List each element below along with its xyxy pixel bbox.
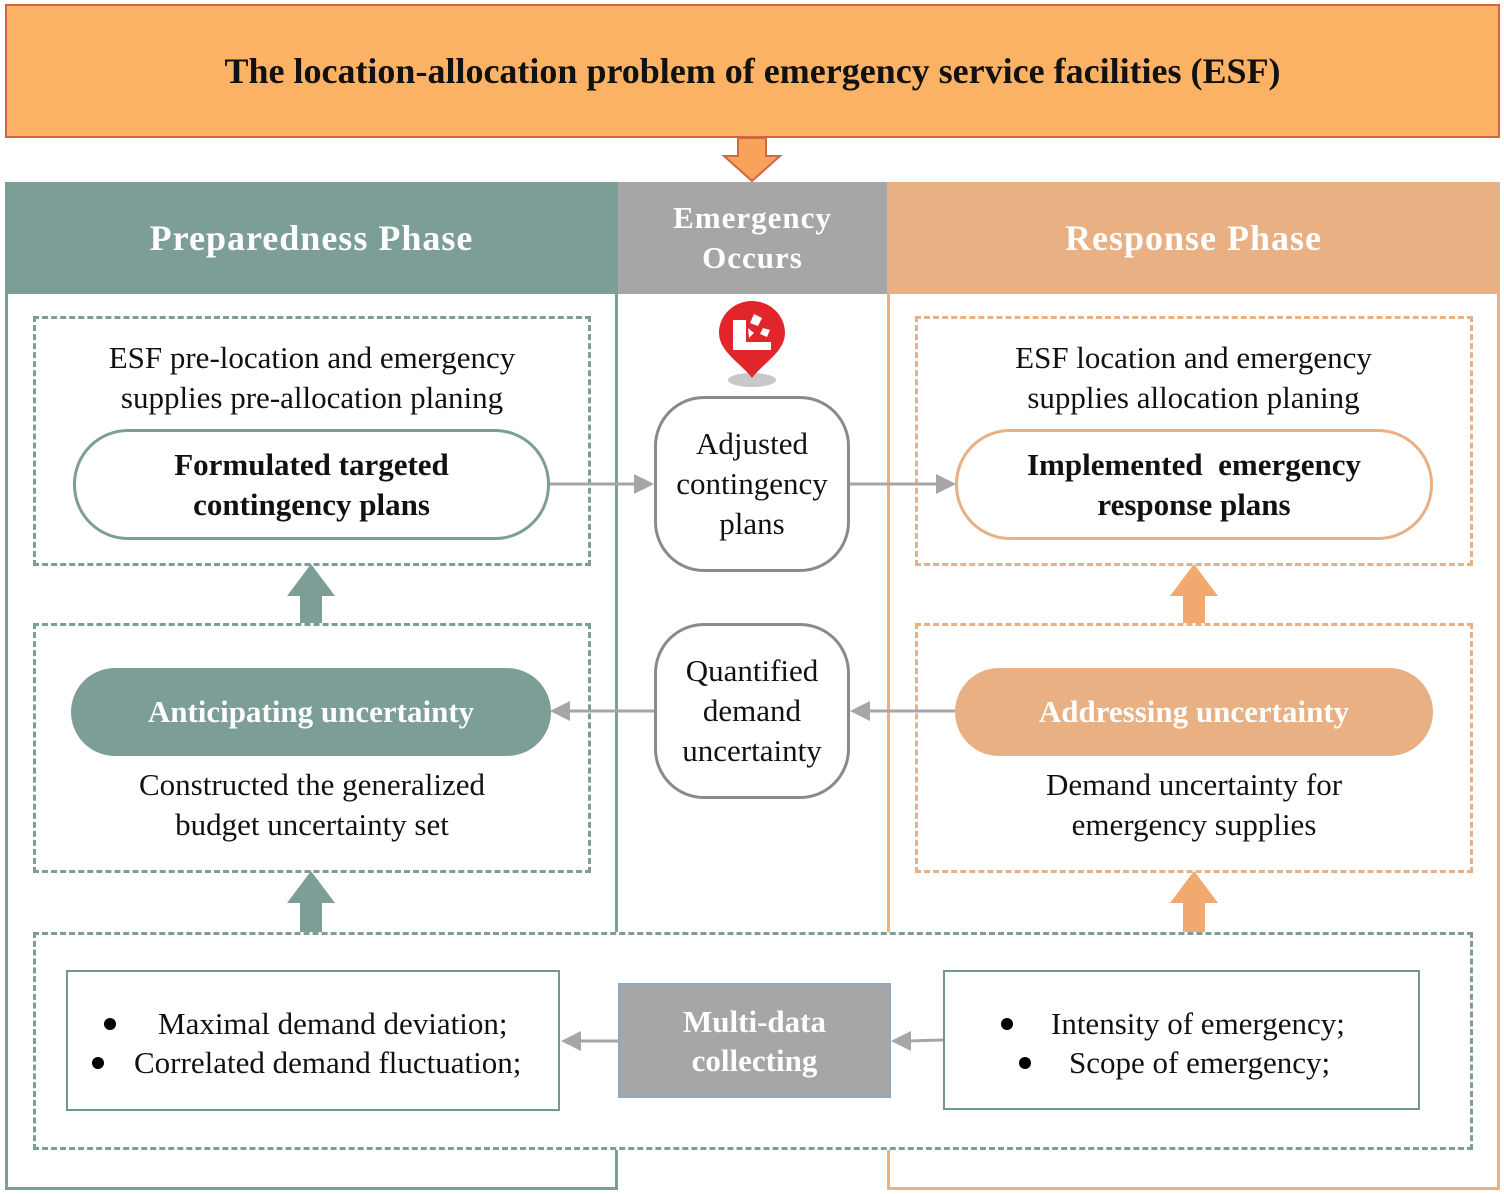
list-item: Intensity of emergency;	[1001, 1004, 1418, 1043]
emergency-location-marker-icon	[719, 301, 785, 387]
emergency-header: Emergency Occurs	[618, 182, 887, 294]
response-data-list: Intensity of emergency; Scope of emergen…	[943, 970, 1420, 1110]
addressing-uncertainty-pill: Addressing uncertainty	[955, 668, 1433, 756]
title-text: The location-allocation problem of emerg…	[224, 51, 1281, 91]
formulated-plans-pill: Formulated targeted contingency plans	[73, 429, 550, 540]
arrow-to-multi-data-icon	[891, 1031, 944, 1051]
bullet-icon	[92, 1056, 104, 1069]
formulated-plans-label: Formulated targeted contingency plans	[174, 446, 449, 522]
arrow-to-preparedness-data-icon	[561, 1031, 618, 1051]
diagram-title: The location-allocation problem of emerg…	[5, 4, 1500, 138]
list-item: Maximal demand deviation;	[104, 1004, 558, 1043]
preparedness-up-arrow-icon	[287, 871, 335, 932]
response-up-arrow-icon	[1170, 564, 1218, 623]
list-item-label: Scope of emergency;	[1069, 1045, 1331, 1080]
response-uncertainty-text: Demand uncertainty for emergency supplie…	[1010, 765, 1378, 845]
preparedness-header-label: Preparedness Phase	[149, 218, 474, 258]
preparedness-planning-text: ESF pre-location and emergency supplies …	[80, 338, 544, 418]
bullet-icon	[104, 1017, 116, 1030]
addressing-uncertainty-label: Addressing uncertainty	[1038, 694, 1350, 729]
preparedness-uncertainty-group	[33, 623, 591, 873]
preparedness-planning-group	[33, 316, 591, 566]
arrow-to-anticipating-icon	[550, 701, 654, 721]
multi-data-collecting-label: Multi-data collecting	[683, 1003, 826, 1078]
list-item-label: Correlated demand fluctuation;	[134, 1045, 522, 1080]
preparedness-up-arrow-icon	[287, 564, 335, 623]
arrow-to-implemented-icon	[850, 474, 956, 494]
multi-data-collecting-box: Multi-data collecting	[618, 983, 891, 1098]
anticipating-uncertainty-label: Anticipating uncertainty	[147, 694, 475, 729]
implemented-plans-label: Implemented emergency response plans	[1026, 446, 1369, 522]
implemented-plans-pill: Implemented emergency response plans	[955, 429, 1433, 540]
response-up-arrow-icon	[1170, 871, 1218, 932]
response-uncertainty-label: Demand uncertainty for emergency supplie…	[1045, 767, 1343, 842]
quantified-uncertainty-label: Quantified demand uncertainty	[682, 653, 822, 768]
response-header: Response Phase	[887, 182, 1500, 294]
response-header-label: Response Phase	[1064, 218, 1323, 258]
preparedness-header: Preparedness Phase	[5, 182, 618, 294]
adjusted-plans-label: Adjusted contingency plans	[676, 426, 828, 541]
list-item: Scope of emergency;	[1019, 1043, 1418, 1082]
adjusted-plans-box: Adjusted contingency plans	[654, 396, 850, 572]
anticipating-uncertainty-pill: Anticipating uncertainty	[71, 668, 551, 756]
preparedness-uncertainty-text: Constructed the generalized budget uncer…	[100, 765, 524, 845]
preparedness-data-list: Maximal demand deviation; Correlated dem…	[66, 970, 560, 1111]
list-item-label: Maximal demand deviation;	[158, 1006, 508, 1041]
preparedness-planning-label: ESF pre-location and emergency supplies …	[108, 340, 516, 415]
title-down-arrow-icon	[721, 137, 783, 183]
emergency-header-label: Emergency Occurs	[673, 200, 832, 275]
list-item-label: Intensity of emergency;	[1051, 1006, 1345, 1041]
arrow-to-quantified-icon	[850, 701, 955, 721]
arrow-to-adjusted-icon	[550, 474, 654, 494]
list-item: Correlated demand fluctuation;	[92, 1043, 558, 1082]
response-planning-text: ESF location and emergency supplies allo…	[975, 338, 1412, 418]
bullet-icon	[1001, 1017, 1013, 1030]
response-planning-label: ESF location and emergency supplies allo…	[1015, 340, 1372, 415]
preparedness-uncertainty-label: Constructed the generalized budget uncer…	[138, 767, 486, 842]
bullet-icon	[1019, 1056, 1031, 1069]
quantified-uncertainty-box: Quantified demand uncertainty	[654, 623, 850, 799]
